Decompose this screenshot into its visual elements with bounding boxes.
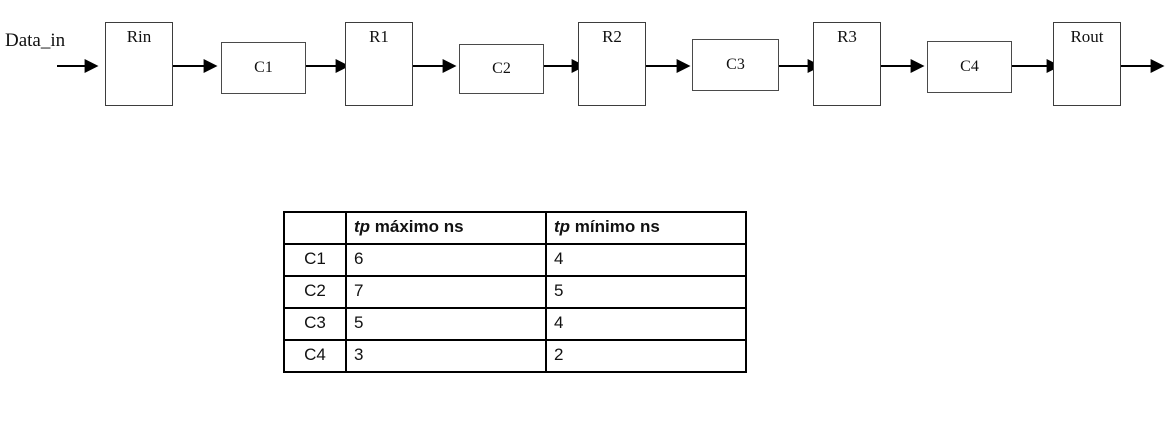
register-label-r2: R2: [602, 27, 622, 46]
logic-block-c1: C1: [221, 42, 306, 94]
register-label-r1: R1: [369, 27, 389, 46]
input-signal-label: Data_in: [5, 30, 66, 51]
cell-c2-min: 5: [545, 275, 747, 309]
cell-c3-max: 5: [345, 307, 547, 341]
tp-symbol-max: tp: [354, 217, 371, 236]
row-label-c1: C1: [283, 243, 347, 277]
propagation-delay-table: tp máximo ns tp mínimo ns C1 6 4 C2 7 5 …: [283, 211, 747, 373]
register-block-r1: R1: [345, 22, 413, 106]
table-header-row: tp máximo ns tp mínimo ns: [283, 211, 747, 245]
table-header-tp-max: tp máximo ns: [345, 211, 547, 245]
cell-c1-min: 4: [545, 243, 747, 277]
logic-block-c2: C2: [459, 44, 544, 94]
table-row: C4 3 2: [283, 339, 747, 373]
tp-min-text: mínimo ns: [570, 217, 660, 236]
table-row: C3 5 4: [283, 307, 747, 341]
cell-c4-max: 3: [345, 339, 547, 373]
table-row: C2 7 5: [283, 275, 747, 309]
table-header-tp-min: tp mínimo ns: [545, 211, 747, 245]
table-row: C1 6 4: [283, 243, 747, 277]
tp-symbol-min: tp: [554, 217, 571, 236]
pipeline-diagram: Data_in Rin: [0, 0, 1165, 130]
row-label-c2: C2: [283, 275, 347, 309]
register-block-rout: Rout: [1053, 22, 1121, 106]
logic-block-c4: C4: [927, 41, 1012, 93]
cell-c2-max: 7: [345, 275, 547, 309]
cell-c3-min: 4: [545, 307, 747, 341]
logic-block-c3: C3: [692, 39, 779, 91]
logic-label-c4: C4: [960, 58, 979, 75]
row-label-c4: C4: [283, 339, 347, 373]
register-block-rin: Rin: [105, 22, 173, 106]
register-block-r2: R2: [578, 22, 646, 106]
logic-label-c3: C3: [726, 56, 745, 73]
cell-c1-max: 6: [345, 243, 547, 277]
register-label-rout: Rout: [1070, 27, 1104, 46]
logic-label-c2: C2: [492, 60, 511, 77]
cell-c4-min: 2: [545, 339, 747, 373]
tp-max-text: máximo ns: [370, 217, 464, 236]
table-corner-cell: [283, 211, 347, 245]
register-label-rin: Rin: [126, 27, 152, 46]
row-label-c3: C3: [283, 307, 347, 341]
register-label-r3: R3: [837, 27, 857, 46]
register-block-r3: R3: [813, 22, 881, 106]
logic-label-c1: C1: [254, 59, 273, 76]
